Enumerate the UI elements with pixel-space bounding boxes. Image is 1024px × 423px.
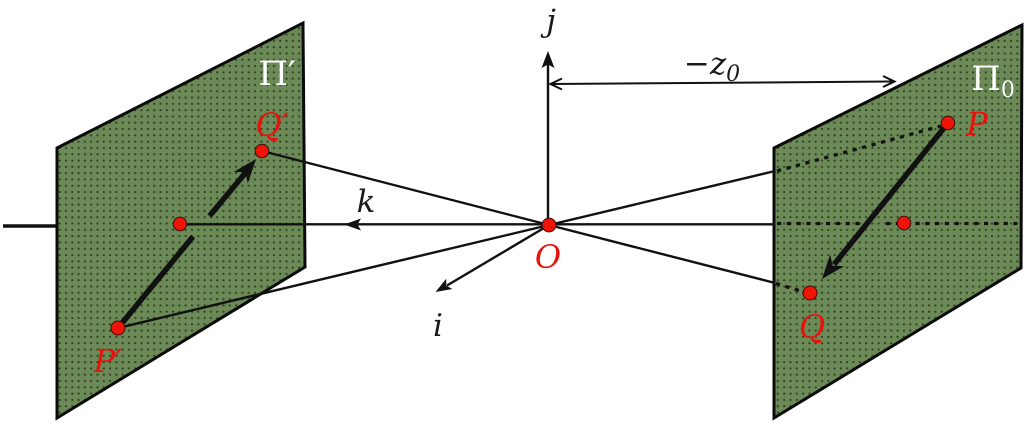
point-p-label: P <box>965 105 988 143</box>
point-p-prime-dot <box>110 320 126 336</box>
left-plane-center-point <box>172 216 188 232</box>
j-axis-label: j <box>540 3 556 39</box>
distance-label: −z0 <box>684 46 740 87</box>
left-plane-label: Π′ <box>258 54 295 94</box>
vector-right-arrowhead-icon <box>822 254 845 279</box>
right-plane-label: Π0 <box>971 59 1015 103</box>
ray-q-prime-origin-q <box>261 149 776 285</box>
vector-left-shaft-a <box>115 234 196 330</box>
k-axis-label: k <box>357 184 376 220</box>
distance-arrowhead-left-icon <box>548 77 563 91</box>
distance-dimension-line <box>550 80 895 85</box>
point-p-dot <box>940 115 956 131</box>
origin-dot <box>541 217 557 233</box>
vector-arrow-p-to-q <box>822 121 951 279</box>
vector-right-shaft <box>831 121 951 267</box>
distance-arrowhead-right-icon <box>882 75 897 88</box>
k-axis-arrowhead-icon <box>344 218 361 231</box>
point-q-prime-label: Q′ <box>255 106 289 144</box>
i-axis-arrowhead-icon <box>435 278 453 292</box>
distance-annotation <box>548 75 897 91</box>
origin-label: O <box>535 238 561 276</box>
ray-to-q-dotted-segment <box>775 281 803 294</box>
point-q-label: Q <box>799 308 825 346</box>
vector-left-arrowhead-icon <box>233 159 256 184</box>
point-p-prime-label: P′ <box>93 342 124 380</box>
vector-left-shaft-b <box>207 169 249 218</box>
i-axis-label: i <box>433 308 443 344</box>
i-axis-line <box>446 223 550 287</box>
point-q-prime-dot <box>254 143 270 159</box>
vector-arrow-p-prime-to-q-prime <box>115 159 256 330</box>
j-axis-arrowhead-icon <box>541 51 555 68</box>
point-q-dot <box>802 285 818 301</box>
right-plane-center-point <box>896 215 912 231</box>
